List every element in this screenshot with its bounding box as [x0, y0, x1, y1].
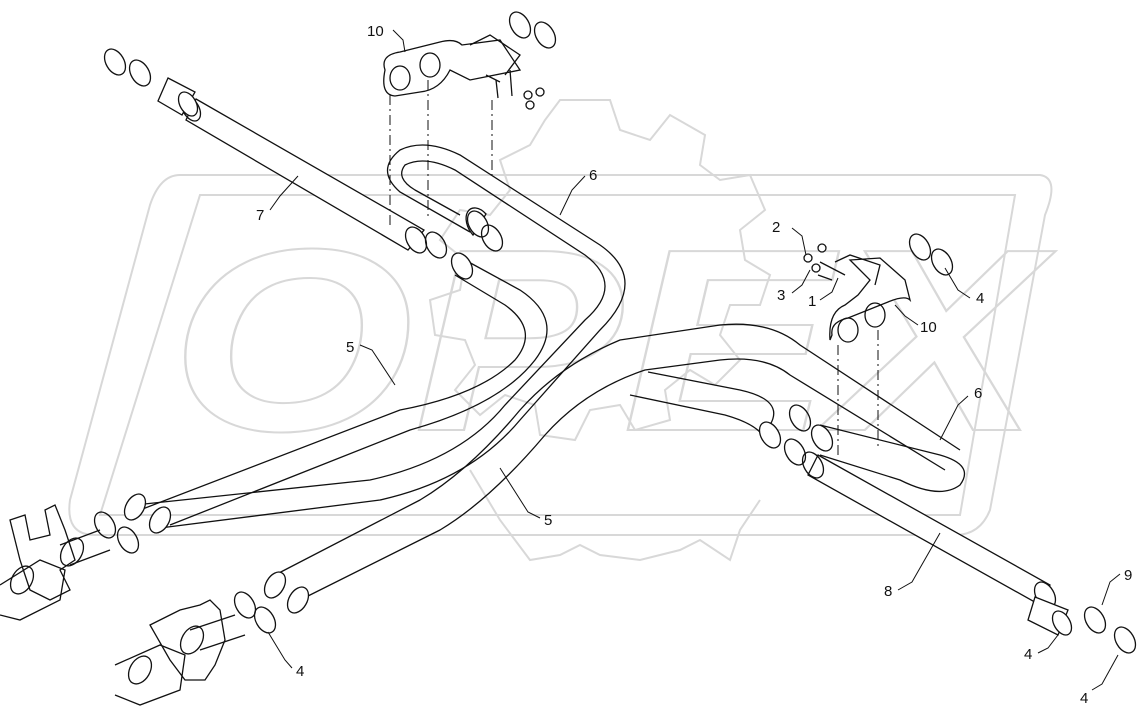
sleeve-9-lower — [1027, 596, 1073, 636]
coupler-assembly-upper — [0, 504, 111, 621]
hose-5-upper — [123, 252, 548, 534]
callout-5-lower: 5 — [544, 512, 552, 529]
hose-6-lower — [629, 371, 966, 493]
leader-lines — [267, 29, 1121, 691]
callout-5-upper: 5 — [346, 339, 354, 356]
callout-8: 8 — [884, 583, 892, 600]
coupler-assembly-lower — [114, 599, 246, 706]
callout-4-right-bottom: 4 — [1080, 690, 1088, 707]
callout-4-lower-left: 4 — [296, 663, 304, 680]
callout-4-right-bracket: 4 — [976, 290, 984, 307]
hose-6-upper — [134, 144, 626, 529]
alignment-lines — [389, 80, 879, 455]
callouts: 10 7 6 5 2 3 1 4 10 6 5 8 4 9 4 4 — [256, 23, 1132, 707]
hose-clamp-4-group — [93, 11, 1137, 654]
callout-6-lower: 6 — [974, 385, 982, 402]
watermark-banner: OPEX — [68, 174, 1057, 536]
callout-10-upper: 10 — [367, 23, 384, 40]
bracket-10-lower — [803, 243, 912, 343]
watermark-text: OPEX — [170, 196, 1056, 486]
sleeve-9-upper — [157, 77, 199, 117]
callout-1: 1 — [808, 293, 816, 310]
callout-4-right-top: 9 — [1124, 567, 1132, 584]
callout-6-upper: 6 — [589, 167, 597, 184]
callout-10-lower: 10 — [920, 319, 937, 336]
callout-7: 7 — [256, 207, 264, 224]
callout-2: 2 — [772, 219, 780, 236]
callout-3: 3 — [777, 287, 785, 304]
callout-9: 4 — [1024, 646, 1032, 663]
watermark-gear — [428, 99, 772, 562]
bracket-10-upper — [383, 34, 545, 110]
hose-5-lower — [263, 323, 961, 614]
